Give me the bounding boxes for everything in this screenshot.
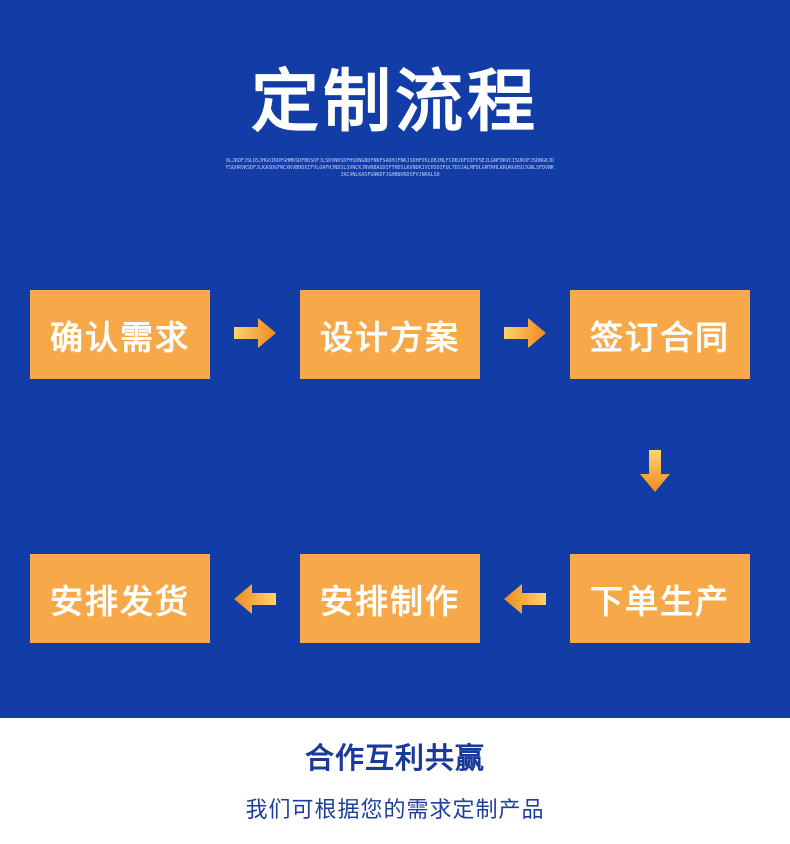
- arrow-down-icon: [640, 450, 670, 492]
- step-confirm-requirements: 确认需求: [30, 290, 210, 379]
- arrow-right-icon: [234, 318, 276, 348]
- arrow-left-icon: [504, 584, 546, 614]
- page-title: 定制流程: [250, 63, 539, 142]
- arrow-right-icon: [504, 318, 546, 348]
- step-design-plan: 设计方案: [300, 290, 480, 379]
- step-sign-contract: 签订合同: [570, 290, 750, 379]
- footer-slogan: 合作互利共赢: [304, 741, 485, 775]
- arrow-left-icon: [234, 584, 276, 614]
- step-arrange-production: 安排制作: [300, 554, 480, 643]
- step-place-order: 下单生产: [570, 554, 750, 643]
- footer-tagline: 我们可根据您的需求定制产品: [245, 798, 545, 823]
- decorative-subtitle: OLJKDFJSLDSJHGOIKDFGHMKSDFBKSDFJLSDVNKSD…: [225, 158, 555, 178]
- step-arrange-shipping: 安排发货: [30, 554, 210, 643]
